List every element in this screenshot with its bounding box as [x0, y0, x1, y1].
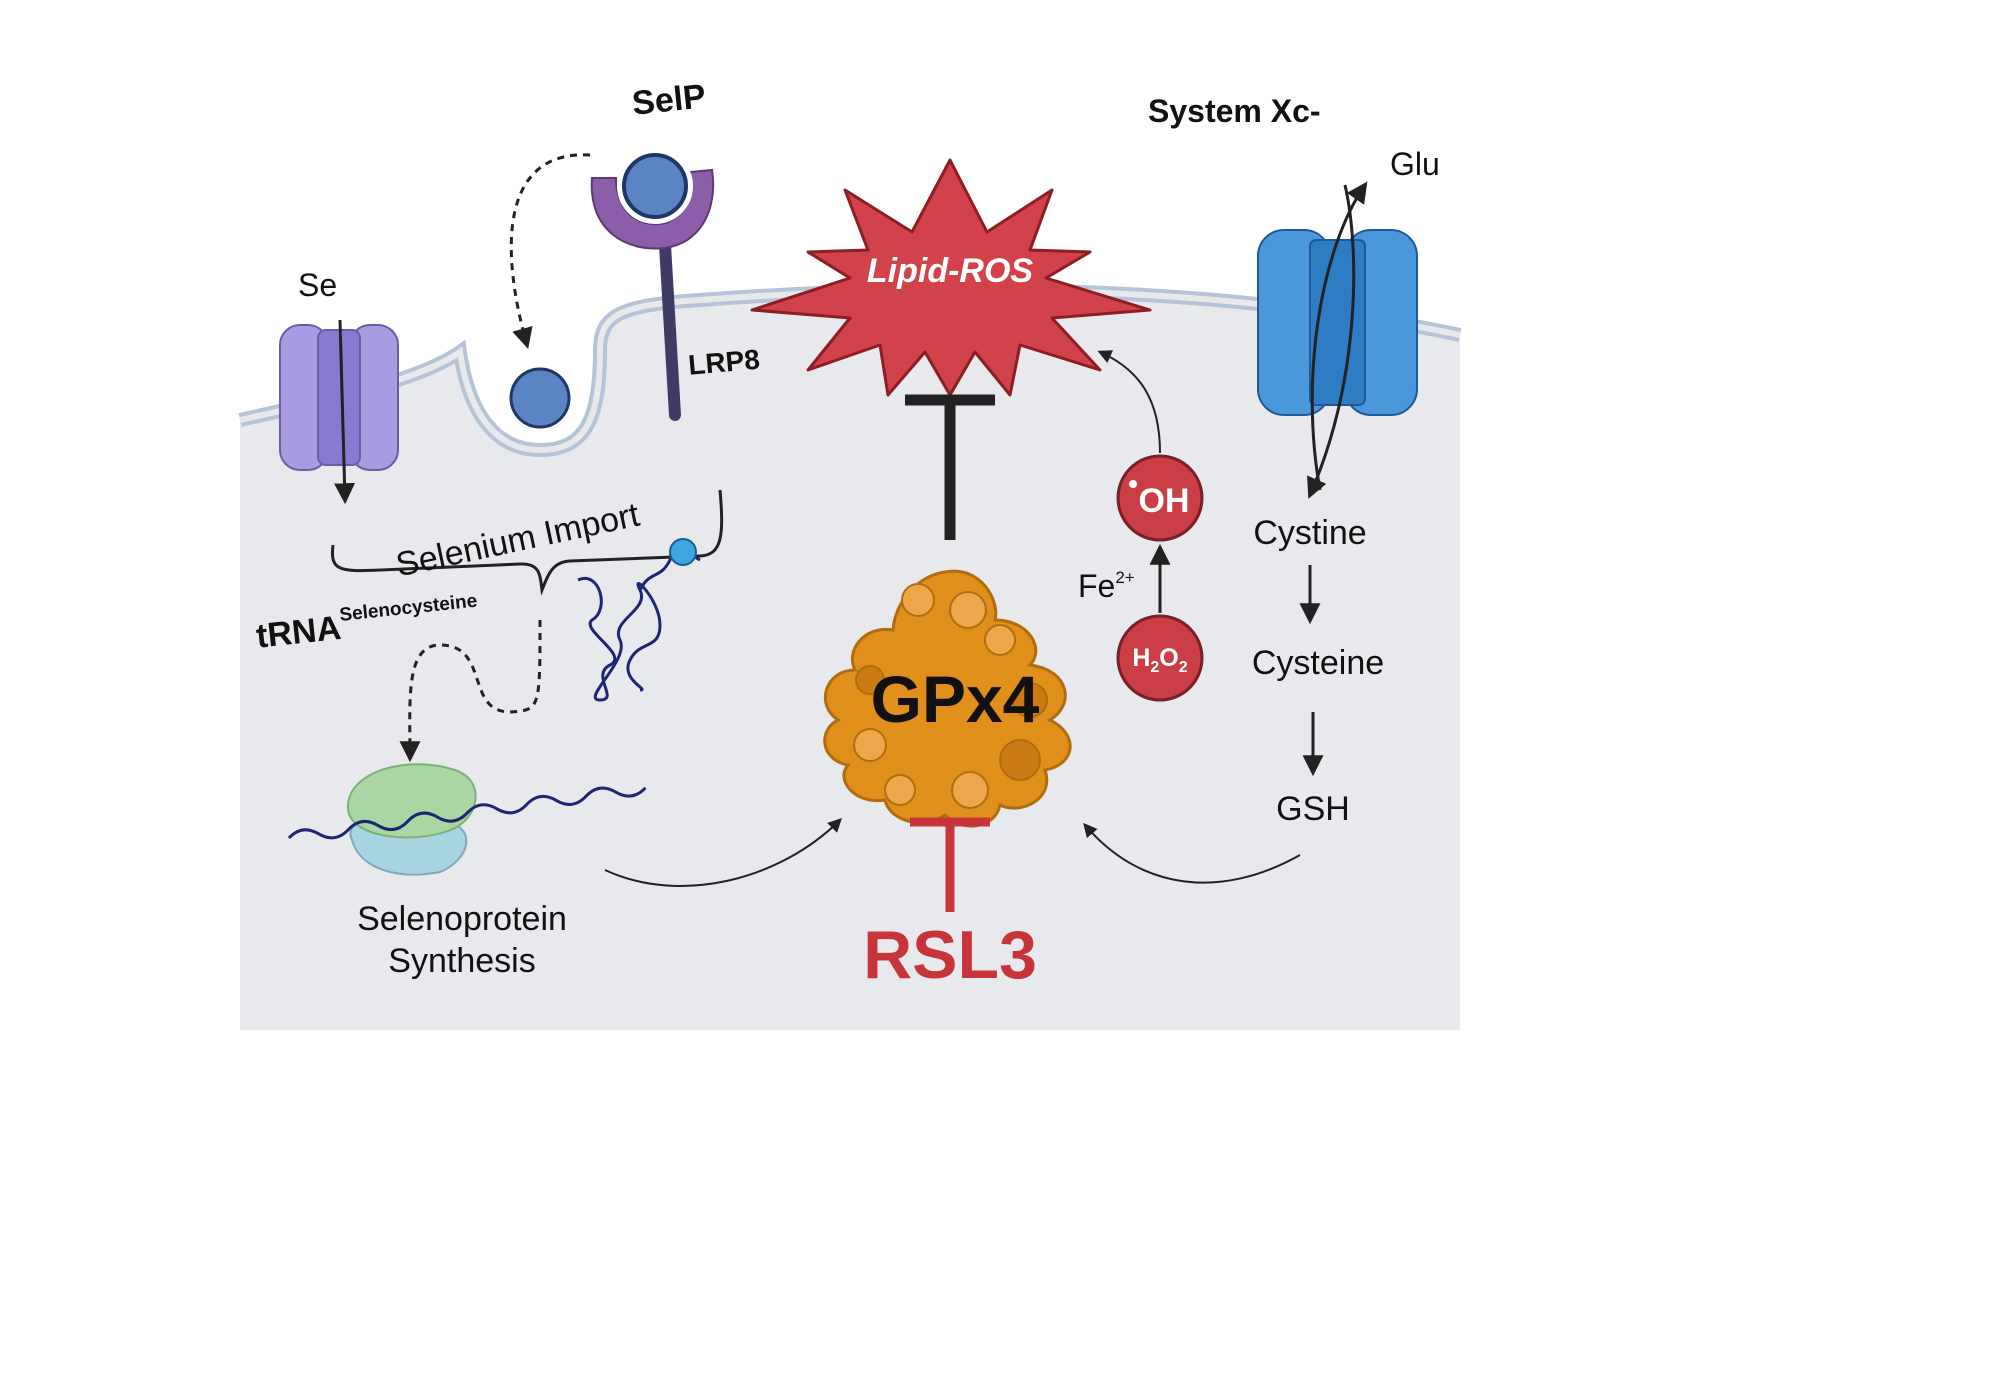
rsl3-label: RSL3 — [863, 917, 1037, 993]
system-xc-transporter-icon — [1257, 229, 1418, 416]
selenium-import-brace — [330, 489, 724, 596]
se-import-arrow — [334, 319, 356, 505]
trna-strand — [577, 576, 662, 702]
glu-label: Glu — [1390, 146, 1440, 182]
gsh-label: GSH — [1276, 790, 1350, 828]
se-label: Se — [298, 267, 337, 303]
cystine-label: Cystine — [1253, 514, 1366, 552]
cysteine-label: Cysteine — [1252, 644, 1384, 682]
hydroxyl-radical-icon — [1116, 454, 1204, 542]
h2o2-label: H2O2 — [1132, 644, 1187, 676]
se-channel-icon — [279, 324, 399, 471]
cystine-import-arrow — [1307, 184, 1356, 499]
selp-ball-halo — [617, 148, 693, 224]
mrna-strand — [287, 786, 647, 840]
synthesis-label-2: Synthesis — [388, 942, 535, 980]
system-xc-label: System Xc- — [1148, 93, 1321, 129]
oh-label: OH — [1139, 482, 1190, 520]
oh-to-ros-arrow — [1097, 350, 1161, 454]
gsh-to-gpx4-arrow — [1083, 822, 1301, 884]
gpx4-label: GPx4 — [871, 662, 1040, 736]
synthesis-label-1: Selenoprotein — [357, 900, 567, 938]
synthesis-to-gpx4-arrow — [604, 818, 842, 887]
selp-ball-bound — [622, 153, 688, 219]
fe-label: Fe2+ — [1078, 568, 1135, 604]
selenocysteine-ball — [669, 538, 697, 566]
h2o2-icon — [1116, 614, 1204, 702]
endocytosis-arrow — [509, 153, 591, 350]
gpx4-protein-icon — [823, 569, 1072, 828]
selp-label: SelP — [630, 77, 707, 122]
lipid-ros-label: Lipid-ROS — [867, 252, 1034, 290]
trna-delivery-arrow — [399, 619, 542, 763]
radical-dot — [1129, 480, 1137, 488]
selp-ball-internal — [509, 367, 571, 429]
lrp8-label: LRP8 — [687, 344, 761, 381]
